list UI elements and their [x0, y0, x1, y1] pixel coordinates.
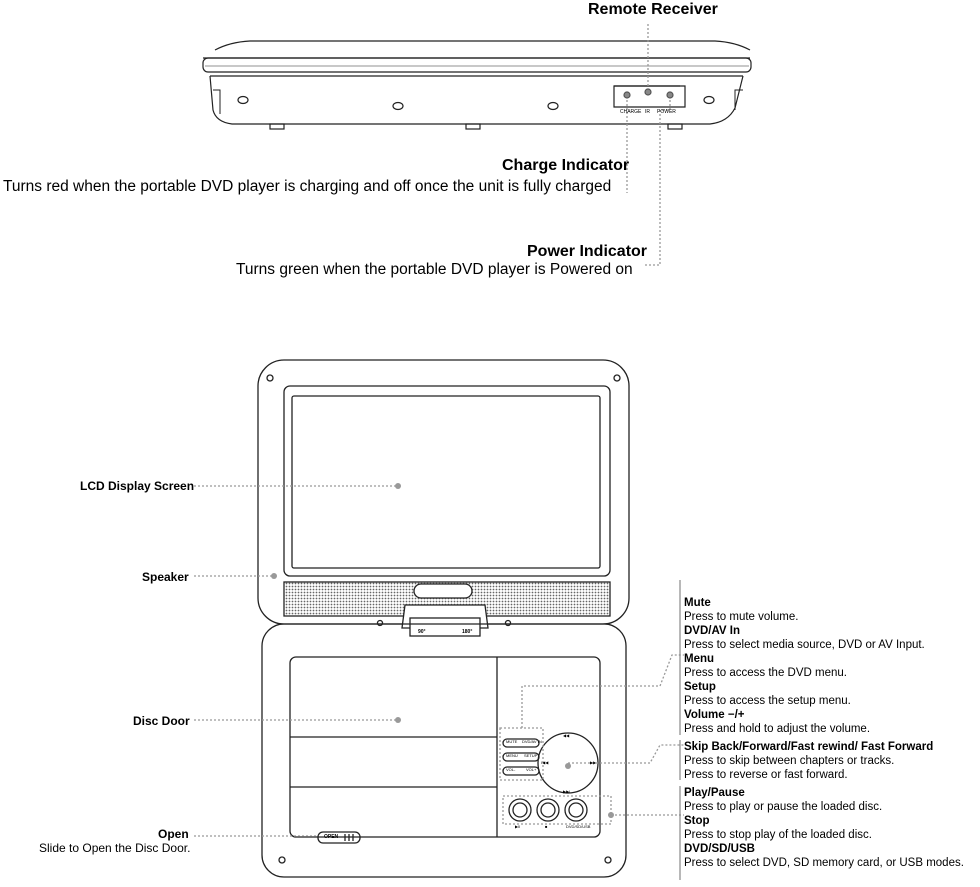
open-slider — [317, 831, 361, 844]
dvd-sd-usb-desc: Press to select DVD, SD memory card, or … — [684, 857, 964, 869]
wheel-label-left: I◀◀ — [541, 760, 549, 765]
power-led — [666, 91, 674, 99]
device-label-charge: CHARGE — [620, 109, 642, 115]
player-side-view — [202, 40, 752, 130]
play-pause-desc: Press to play or pause the loaded disc. — [684, 801, 883, 813]
volume-desc: Press and hold to adjust the volume. — [684, 723, 871, 735]
play-label-playpause: ▶II — [515, 824, 521, 829]
btn-label-mute: MUTE — [506, 739, 518, 744]
setup-desc: Press to access the setup menu. — [684, 695, 851, 707]
setup-title: Setup — [684, 681, 716, 693]
power-indicator-desc: Turns green when the portable DVD player… — [236, 261, 633, 278]
mute-desc: Press to mute volume. — [684, 611, 799, 623]
controls-group-3: Play/Pause Press to play or pause the lo… — [684, 786, 964, 870]
slider-label-open: OPEN — [324, 834, 339, 840]
dvd-av-in-title: DVD/AV In — [684, 625, 741, 637]
btn-label-menu: MENU — [506, 753, 518, 758]
screw-hole — [547, 101, 559, 111]
play-label-stop: ■ — [545, 824, 548, 829]
charge-indicator-desc: Turns red when the portable DVD player i… — [3, 178, 612, 195]
player-front-view — [257, 359, 630, 878]
play-label-source: DVD/SD/USB — [566, 824, 591, 829]
dvd-sd-usb-title: DVD/SD/USB — [684, 843, 755, 855]
hinge-label-180: 180° — [462, 629, 473, 635]
volume-title: Volume −/+ — [684, 709, 745, 721]
remote-receiver-label: Remote Receiver — [588, 1, 718, 18]
screw-hole — [237, 95, 249, 105]
device-label-power: POWER — [657, 109, 676, 115]
btn-label-volplus: VOL+ — [526, 767, 537, 772]
menu-desc: Press to access the DVD menu. — [684, 667, 847, 679]
screw-hole — [392, 101, 404, 111]
source-button-drawing — [564, 798, 588, 822]
leader-lines-top — [626, 24, 671, 266]
hinge-label-90: 90° — [418, 629, 426, 635]
stop-button-drawing — [536, 798, 560, 822]
skip-desc-2: Press to reverse or fast forward. — [684, 769, 848, 781]
btn-label-dvdav: DVD/AV IN — [522, 739, 542, 744]
dvd-av-in-desc: Press to select media source, DVD or AV … — [684, 639, 925, 651]
disc-door-label: Disc Door — [133, 714, 190, 728]
leader-lines-front — [194, 485, 684, 837]
open-title: Open — [158, 827, 189, 841]
play-pause-button-drawing — [508, 798, 532, 822]
mute-title: Mute — [684, 597, 711, 609]
controls-group-2: Skip Back/Forward/Fast rewind/ Fast Forw… — [684, 740, 933, 782]
ir-receiver — [644, 88, 652, 96]
btn-label-volminus: VOL- — [506, 767, 516, 772]
lcd-display-label: LCD Display Screen — [80, 479, 195, 493]
power-indicator-title: Power Indicator — [527, 243, 648, 260]
btn-label-setup: SETUP — [524, 753, 538, 758]
play-pause-title: Play/Pause — [684, 787, 745, 799]
wheel-label-down: ▶▶I — [563, 789, 571, 794]
speaker-label: Speaker — [142, 570, 189, 584]
menu-title: Menu — [684, 653, 715, 665]
anchor-dots — [271, 483, 614, 818]
device-label-ir: IR — [645, 109, 650, 115]
stop-desc: Press to stop play of the loaded disc. — [684, 829, 872, 841]
skip-title: Skip Back/Forward/Fast rewind/ Fast Forw… — [684, 741, 934, 753]
skip-desc-1: Press to skip between chapters or tracks… — [684, 755, 895, 767]
stop-title: Stop — [684, 815, 710, 827]
wheel-label-up: ◀◀ — [563, 733, 570, 738]
screw-hole — [703, 95, 715, 105]
open-desc: Slide to Open the Disc Door. — [39, 841, 191, 855]
controls-group-1: Mute Press to mute volume. DVD/AV In Pre… — [684, 596, 925, 736]
charge-led — [623, 91, 631, 99]
charge-indicator-title: Charge Indicator — [502, 157, 630, 174]
wheel-label-right: ▶▶ — [590, 760, 597, 765]
